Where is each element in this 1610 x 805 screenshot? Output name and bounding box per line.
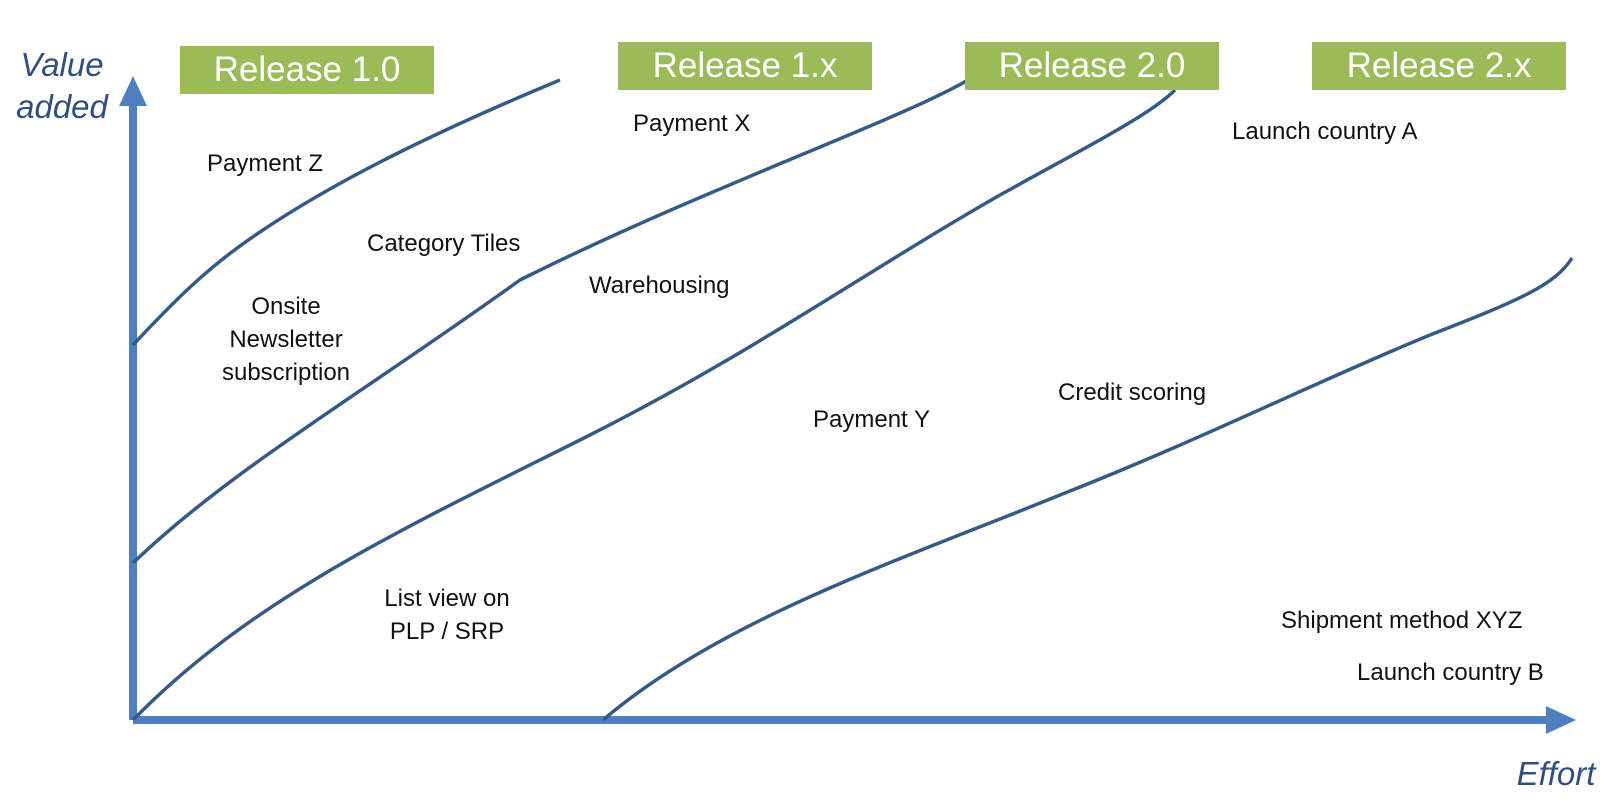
x-axis-arrowhead	[1546, 706, 1576, 734]
feature-credit-scoring: Credit scoring	[1058, 379, 1207, 406]
feature-payment-z: Payment Z	[207, 150, 324, 177]
y-axis-label-line-2: added	[16, 88, 108, 125]
feature-category-tiles: Category Tiles	[367, 230, 521, 257]
feature-onsite-newsletter-line-2: Newsletter	[229, 326, 343, 353]
x-axis-label: Effort	[1516, 755, 1596, 792]
y-axis-label: Value added	[6, 44, 118, 128]
release-1-0-badge: Release 1.0	[180, 46, 434, 94]
feature-payment-x: Payment X	[633, 110, 751, 137]
feature-warehousing: Warehousing	[589, 272, 730, 299]
feature-launch-country-b: Launch country B	[1357, 659, 1544, 686]
release-2-0-boundary-curve	[131, 88, 1177, 722]
release-2-x-boundary-curve	[601, 257, 1574, 722]
feature-onsite-newsletter-line-3: subscription	[221, 359, 351, 386]
feature-onsite-newsletter-line-1: Onsite	[251, 293, 321, 320]
release-1-x-boundary-curve	[131, 78, 969, 565]
feature-shipment-method-xyz: Shipment method XYZ	[1281, 607, 1523, 634]
feature-list-view-plp-srp: List view on PLP / SRP	[365, 582, 529, 648]
release-2-0-badge: Release 2.0	[965, 42, 1219, 90]
release-2-x-badge: Release 2.x	[1312, 42, 1566, 90]
y-axis-label-line-1: Value	[20, 46, 104, 83]
feature-list-view-line-2: PLP / SRP	[389, 618, 505, 645]
feature-list-view-line-1: List view on	[384, 585, 510, 612]
feature-launch-country-a: Launch country A	[1232, 118, 1418, 145]
y-axis-arrowhead	[119, 76, 147, 106]
feature-payment-y: Payment Y	[813, 406, 930, 433]
release-1-0-boundary-curve	[131, 78, 561, 347]
release-1-x-badge: Release 1.x	[618, 42, 872, 90]
feature-onsite-newsletter-subscription: Onsite Newsletter subscription	[206, 290, 366, 389]
